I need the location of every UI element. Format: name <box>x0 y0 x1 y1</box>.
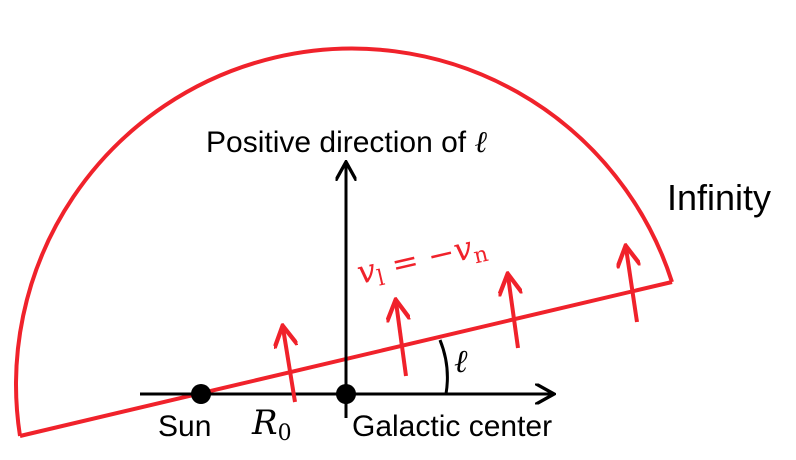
angle-label: ℓ <box>454 342 468 380</box>
galactic-center-label: Galactic center <box>352 410 552 443</box>
sun-point <box>191 384 211 404</box>
sun-label: Sun <box>158 410 211 443</box>
angle-arc <box>438 339 449 395</box>
velocity-arrow-1 <box>283 328 295 403</box>
velocity-arrow-4 <box>626 248 637 323</box>
infinity-label: Infinity <box>667 177 771 218</box>
velocity-arrow-2 <box>396 302 406 377</box>
ell-symbol: ℓ <box>474 125 487 160</box>
galactic-center-point <box>336 384 356 404</box>
infinity-boundary-arc <box>14 46 674 437</box>
velocity-relation-label: vl = −vn <box>353 225 490 295</box>
r0-label: R0 <box>251 403 292 446</box>
positive-direction-label: Positive direction of ℓ <box>206 125 487 160</box>
velocity-arrow-3 <box>508 276 518 349</box>
